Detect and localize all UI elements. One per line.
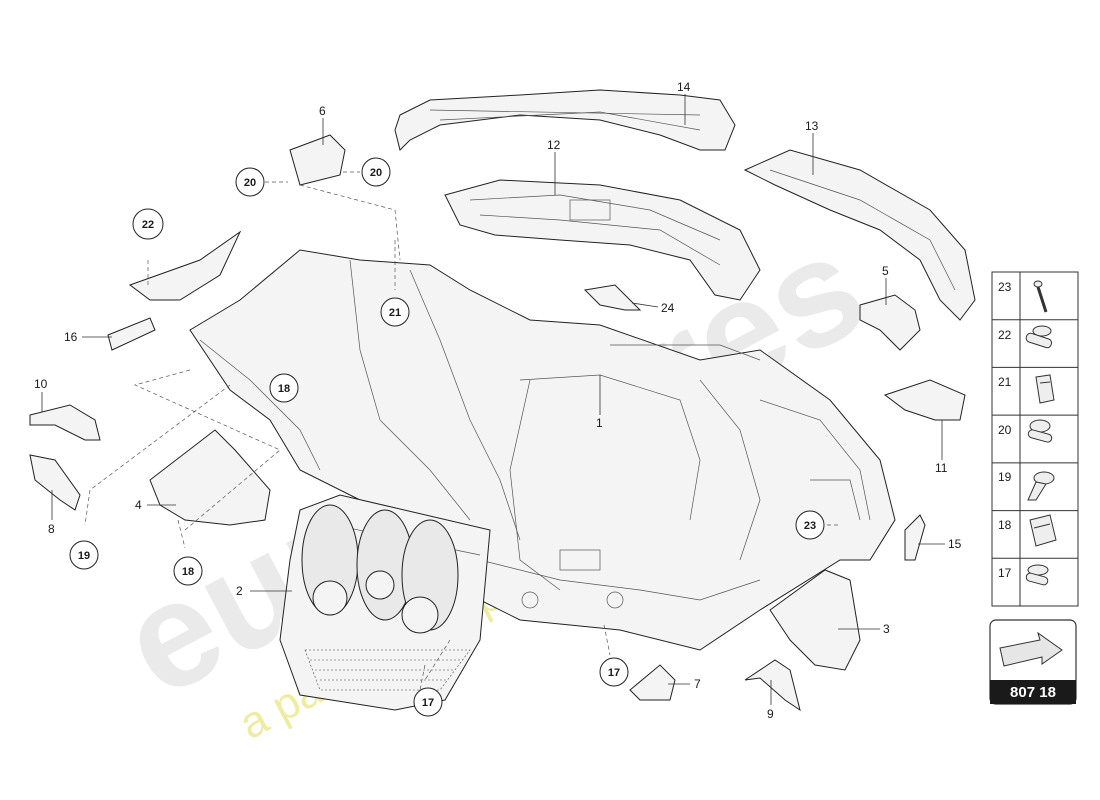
part-1-rear-underbody[interactable] (189, 249, 896, 651)
part-number-labels: 1 2 3 4 5 6 7 8 9 10 11 12 13 14 15 16 2… (34, 80, 962, 721)
part-24-bracket[interactable] (583, 284, 642, 311)
circled-fastener-callouts: 20 20 22 21 18 18 19 23 (69, 157, 825, 717)
hex-screw-icon (1025, 564, 1049, 586)
part-22-left-upper-panel[interactable] (128, 230, 242, 301)
part-10-cover[interactable] (29, 404, 101, 441)
part-8-side-piece[interactable] (29, 454, 81, 511)
callout-12[interactable]: 12 (547, 138, 561, 152)
push-rivet-icon (1027, 471, 1055, 501)
legend-row-17-number: 17 (998, 566, 1012, 580)
circle-callout-18-lower[interactable]: 18 (173, 556, 203, 586)
circle-callout-20-left-text: 20 (244, 177, 256, 189)
part-9-arch-trim[interactable] (744, 659, 801, 712)
legend-row-20-number: 20 (998, 423, 1012, 437)
circle-callout-19[interactable]: 19 (69, 540, 99, 570)
callout-11[interactable]: 11 (935, 461, 948, 475)
circle-callout-21-text: 21 (389, 307, 401, 319)
callout-6[interactable]: 6 (319, 104, 326, 118)
legend-row-23-number: 23 (998, 280, 1012, 294)
legend-row-19-number: 19 (998, 470, 1012, 484)
part-2-rear-diffuser[interactable] (279, 494, 491, 711)
part-4-inner-panel[interactable] (149, 429, 271, 526)
legend-row-22-number: 22 (998, 328, 1012, 342)
spring-clip-icon (1035, 374, 1055, 404)
callout-14[interactable]: 14 (677, 80, 691, 94)
callout-24[interactable]: 24 (661, 301, 675, 315)
callout-2[interactable]: 2 (236, 584, 243, 598)
part-6-bracket[interactable] (289, 134, 346, 186)
page-code-text: 807 18 (1010, 684, 1056, 701)
pin-fastener-icon (1033, 280, 1048, 313)
part-15-clip-right[interactable] (904, 514, 926, 561)
assembly-lines (84, 171, 840, 691)
circle-callout-17-bottom[interactable]: 17 (413, 687, 443, 717)
callout-5[interactable]: 5 (882, 264, 889, 278)
direction-arrow-icon (999, 631, 1063, 667)
part-12-engine-cover-frame[interactable] (444, 179, 761, 301)
circle-callout-17-center[interactable]: 17 (599, 657, 629, 687)
nut-clip-icon (1029, 514, 1057, 547)
callout-9[interactable]: 9 (767, 707, 774, 721)
part-11-duct[interactable] (883, 379, 966, 421)
part-7-bracket[interactable] (629, 664, 676, 701)
circle-callout-18-upper[interactable]: 18 (269, 373, 299, 403)
circle-callout-20-right[interactable]: 20 (361, 157, 391, 187)
part-16-clip[interactable] (107, 317, 156, 351)
callout-4[interactable]: 4 (135, 498, 142, 512)
circle-callout-22-text: 22 (142, 219, 154, 231)
callout-16[interactable]: 16 (64, 330, 78, 344)
callout-1[interactable]: 1 (596, 416, 603, 430)
callout-3[interactable]: 3 (883, 622, 890, 636)
part-13-side-trim-right[interactable] (743, 149, 976, 321)
page-code-box: 807 18 (989, 619, 1077, 705)
legend-row-21-number: 21 (998, 375, 1012, 389)
circle-callout-21[interactable]: 21 (380, 297, 410, 327)
callout-13[interactable]: 13 (805, 119, 819, 133)
callout-7[interactable]: 7 (694, 677, 701, 691)
fastener-legend: 23 22 21 20 19 18 (991, 271, 1079, 607)
callout-8[interactable]: 8 (48, 522, 55, 536)
circle-callout-20-left[interactable]: 20 (235, 167, 265, 197)
leader-lines (41, 94, 945, 705)
part-3-wheelarch-liner[interactable] (769, 569, 861, 671)
flange-bolt-icon (1025, 325, 1053, 349)
callout-10[interactable]: 10 (34, 377, 48, 391)
circle-callout-22[interactable]: 22 (132, 208, 164, 240)
circle-callout-20-right-text: 20 (370, 167, 382, 179)
circle-callout-23-text: 23 (804, 520, 816, 532)
part-5-bracket-right[interactable] (859, 294, 921, 351)
callout-15[interactable]: 15 (948, 537, 962, 551)
diffuser-mesh (304, 649, 471, 691)
circle-callout-18-lower-text: 18 (182, 566, 194, 578)
torx-screw-icon (1027, 419, 1053, 443)
circle-callout-17-bottom-text: 17 (422, 697, 434, 709)
circle-callout-19-text: 19 (78, 550, 90, 562)
circle-callout-18-upper-text: 18 (278, 383, 290, 395)
circle-callout-17-center-text: 17 (608, 667, 620, 679)
part-14-upper-trim[interactable] (394, 89, 736, 151)
circle-callout-23[interactable]: 23 (795, 510, 825, 540)
legend-row-18-number: 18 (998, 518, 1012, 532)
